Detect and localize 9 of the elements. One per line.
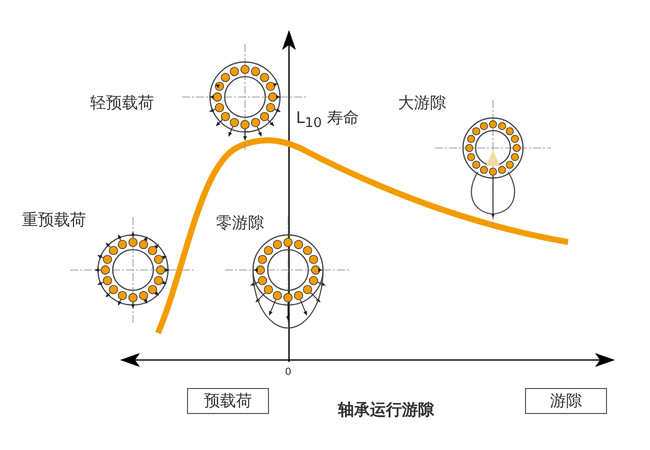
tick-label: 0	[285, 367, 292, 379]
label-text: 轻预载荷	[90, 93, 154, 113]
axis-title: 轴承运行游隙	[338, 400, 434, 420]
label-box: 游隙	[525, 388, 607, 414]
label-text: 大游隙	[398, 93, 446, 113]
label-text: 重预载荷	[22, 210, 86, 230]
label-box: 预载荷	[187, 388, 269, 414]
label-text: 零游隙	[216, 213, 264, 233]
axis-title: L$_{10}$ 寿命	[296, 108, 359, 134]
